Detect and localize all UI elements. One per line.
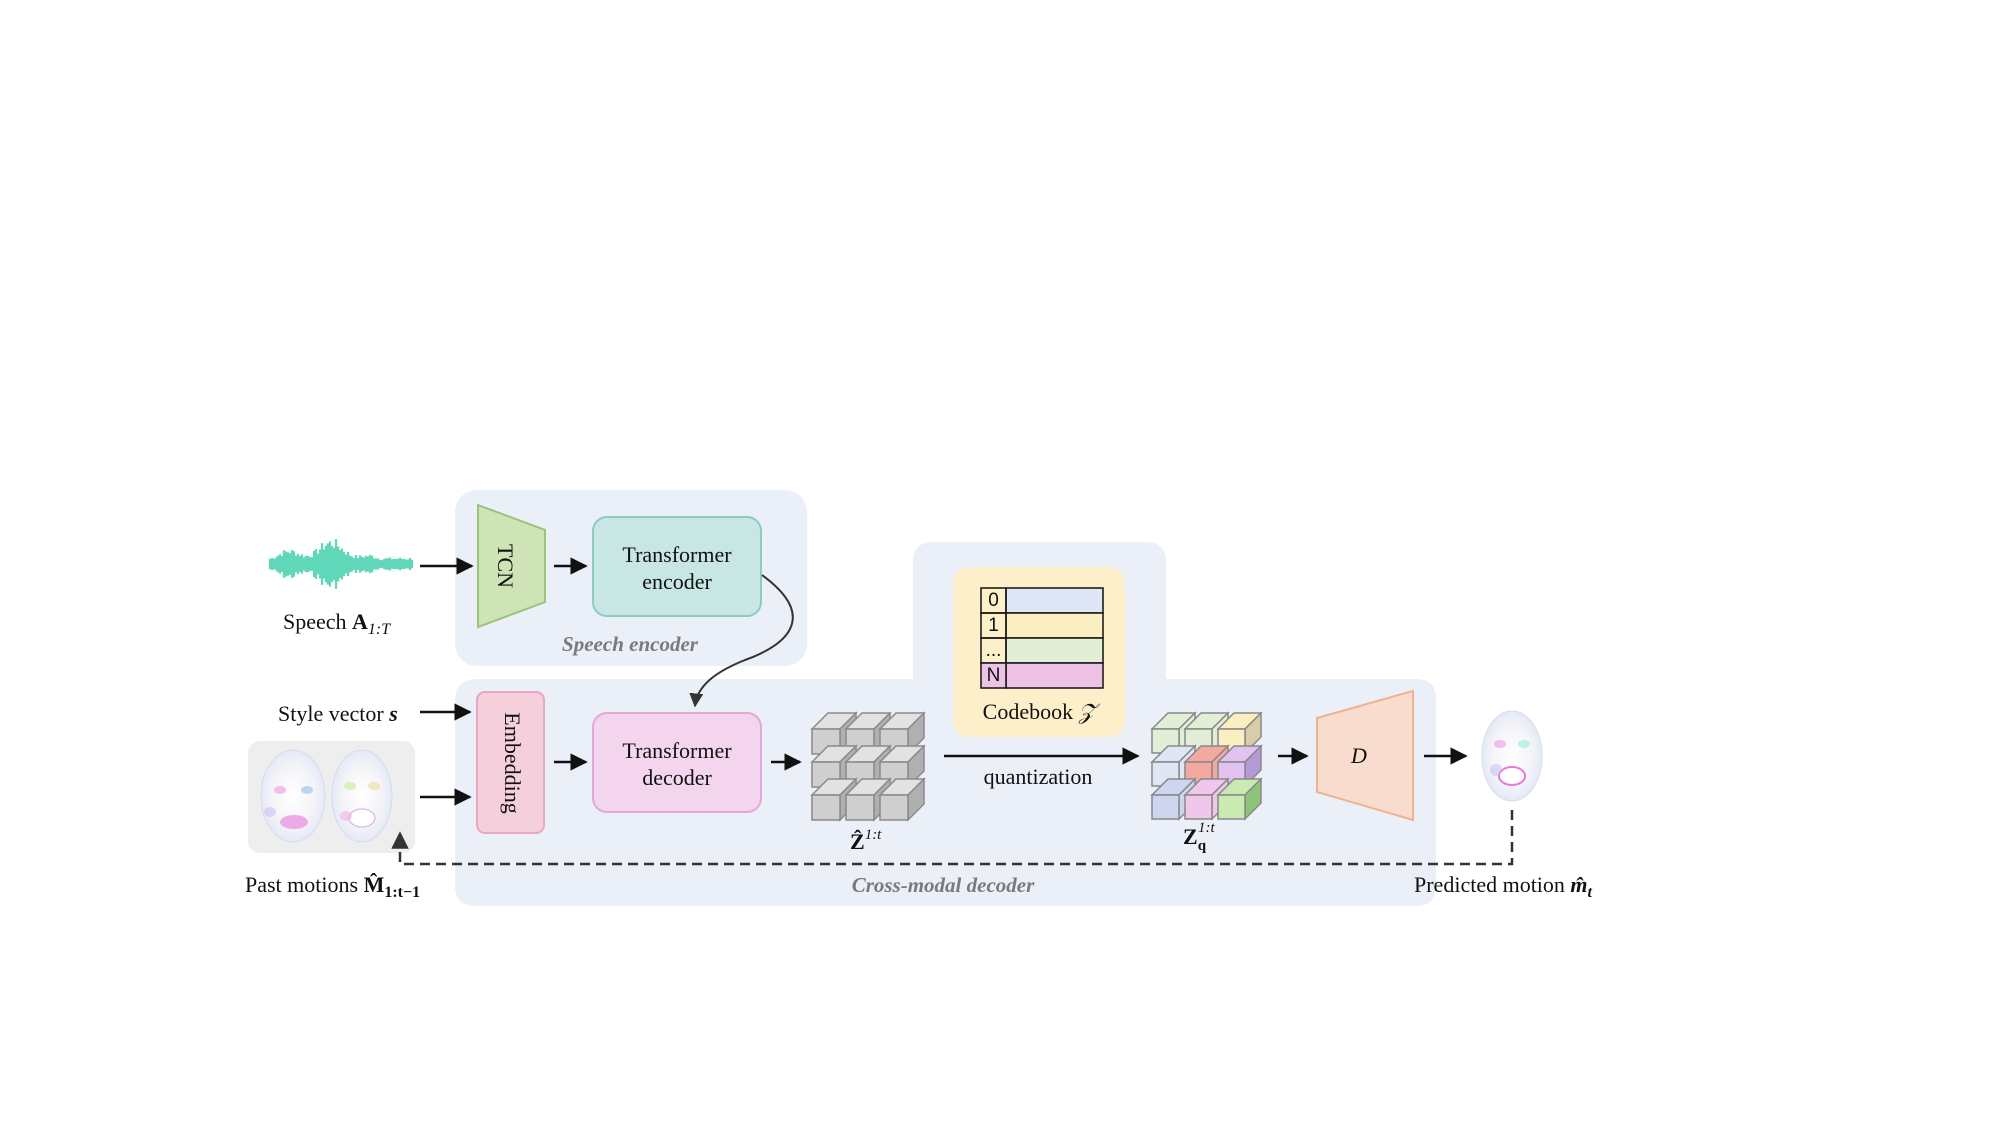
transformer-encoder-label-line1: Transformer — [622, 542, 732, 567]
arrow-encoder-to-decoder — [689, 574, 794, 708]
transformer-decoder-label-line1: Transformer — [622, 738, 732, 763]
predicted-motion-label: Predicted motion m̂t — [1414, 872, 1593, 901]
speech-waveform — [268, 539, 414, 589]
codebook-entry — [1005, 662, 1104, 689]
feature-cube — [1216, 711, 1263, 755]
codebook-index-label: 0 — [988, 590, 999, 611]
codebook-index-label: N — [987, 665, 1001, 686]
tcn-label: TCN — [493, 544, 518, 588]
quantization-label: quantization — [984, 764, 1093, 789]
codebook-label: Codebook 𝒵 — [983, 699, 1101, 724]
codebook-table: 0 1... N — [980, 587, 1104, 689]
decoder-D-block — [1316, 689, 1414, 822]
codebook-index-cell — [980, 662, 1007, 689]
past-face-1 — [260, 749, 326, 843]
features-label: Ẑ1:t — [850, 827, 882, 854]
speech-encoder-title: Speech encoder — [562, 632, 699, 656]
speech-label: Speech A1:T — [283, 609, 391, 638]
feedback-dashed-arrow — [391, 810, 1514, 866]
feature-cube — [1216, 777, 1263, 821]
embedding-label: Embedding — [500, 712, 525, 813]
tcn-block — [477, 503, 546, 629]
past-motions-label: Past motions M̂1:t−1 — [245, 872, 420, 901]
transformer-encoder-label-line2: encoder — [642, 569, 712, 594]
feature-grid — [810, 711, 926, 822]
transformer-decoder-block — [592, 712, 762, 813]
quantized-grid — [1150, 711, 1263, 821]
past-face-2 — [331, 749, 393, 843]
feature-cube — [878, 777, 926, 822]
codebook-entry — [1005, 637, 1104, 664]
predicted-face — [1481, 710, 1543, 802]
codebook-entry — [1005, 587, 1104, 614]
transformer-encoder-block — [592, 516, 762, 617]
decoder-D-label: D — [1350, 743, 1367, 768]
codebook-index-label: ... — [986, 640, 1002, 661]
transformer-decoder-label-line2: decoder — [642, 765, 712, 790]
embedding-block — [476, 691, 545, 834]
cross-modal-decoder-title: Cross-modal decoder — [852, 873, 1035, 897]
codebook-index-label: 1 — [988, 615, 999, 636]
quantized-label: Zq1:t — [1183, 820, 1216, 854]
codebook-entry — [1005, 612, 1104, 639]
style-vector-label: Style vector s — [278, 701, 398, 726]
